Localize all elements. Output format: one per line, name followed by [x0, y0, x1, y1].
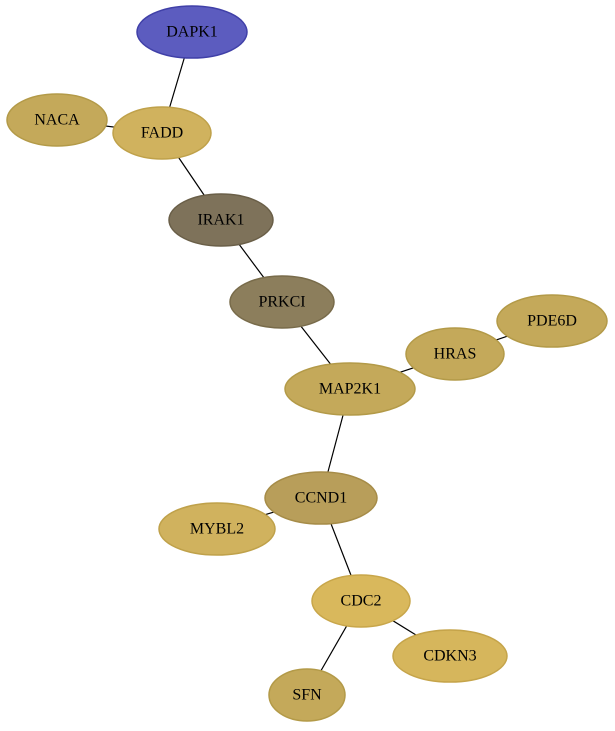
node-cdc2[interactable]: CDC2 — [311, 574, 411, 628]
node-prkci[interactable]: PRKCI — [229, 275, 335, 329]
node-cdkn3[interactable]: CDKN3 — [392, 629, 508, 683]
node-label: CCND1 — [295, 490, 347, 507]
node-mybl2[interactable]: MYBL2 — [158, 502, 276, 556]
node-label: HRAS — [434, 346, 477, 363]
node-fadd[interactable]: FADD — [112, 106, 212, 160]
node-ccnd1[interactable]: CCND1 — [264, 471, 378, 525]
node-label: NACA — [34, 112, 80, 129]
node-map2k1[interactable]: MAP2K1 — [284, 362, 416, 416]
node-shape[interactable] — [136, 5, 248, 59]
node-shape[interactable] — [496, 294, 608, 348]
node-hras[interactable]: HRAS — [405, 327, 505, 381]
node-shape[interactable] — [264, 471, 378, 525]
node-shape[interactable] — [405, 327, 505, 381]
node-shape[interactable] — [268, 668, 346, 722]
node-label: IRAK1 — [197, 212, 244, 229]
node-label: DAPK1 — [166, 24, 218, 41]
node-shape[interactable] — [168, 193, 274, 247]
node-label: MAP2K1 — [319, 381, 381, 398]
node-shape[interactable] — [158, 502, 276, 556]
node-dapk1[interactable]: DAPK1 — [136, 5, 248, 59]
node-label: SFN — [292, 687, 322, 704]
node-shape[interactable] — [392, 629, 508, 683]
node-shape[interactable] — [229, 275, 335, 329]
node-shape[interactable] — [311, 574, 411, 628]
node-label: FADD — [141, 125, 183, 142]
node-shape[interactable] — [284, 362, 416, 416]
node-sfn[interactable]: SFN — [268, 668, 346, 722]
node-label: MYBL2 — [190, 521, 244, 538]
node-label: PDE6D — [527, 313, 577, 330]
node-shape[interactable] — [6, 93, 108, 147]
node-naca[interactable]: NACA — [6, 93, 108, 147]
node-pde6d[interactable]: PDE6D — [496, 294, 608, 348]
node-label: PRKCI — [258, 294, 305, 311]
node-label: CDC2 — [341, 593, 382, 610]
node-label: CDKN3 — [423, 648, 476, 665]
node-irak1[interactable]: IRAK1 — [168, 193, 274, 247]
node-shape[interactable] — [112, 106, 212, 160]
